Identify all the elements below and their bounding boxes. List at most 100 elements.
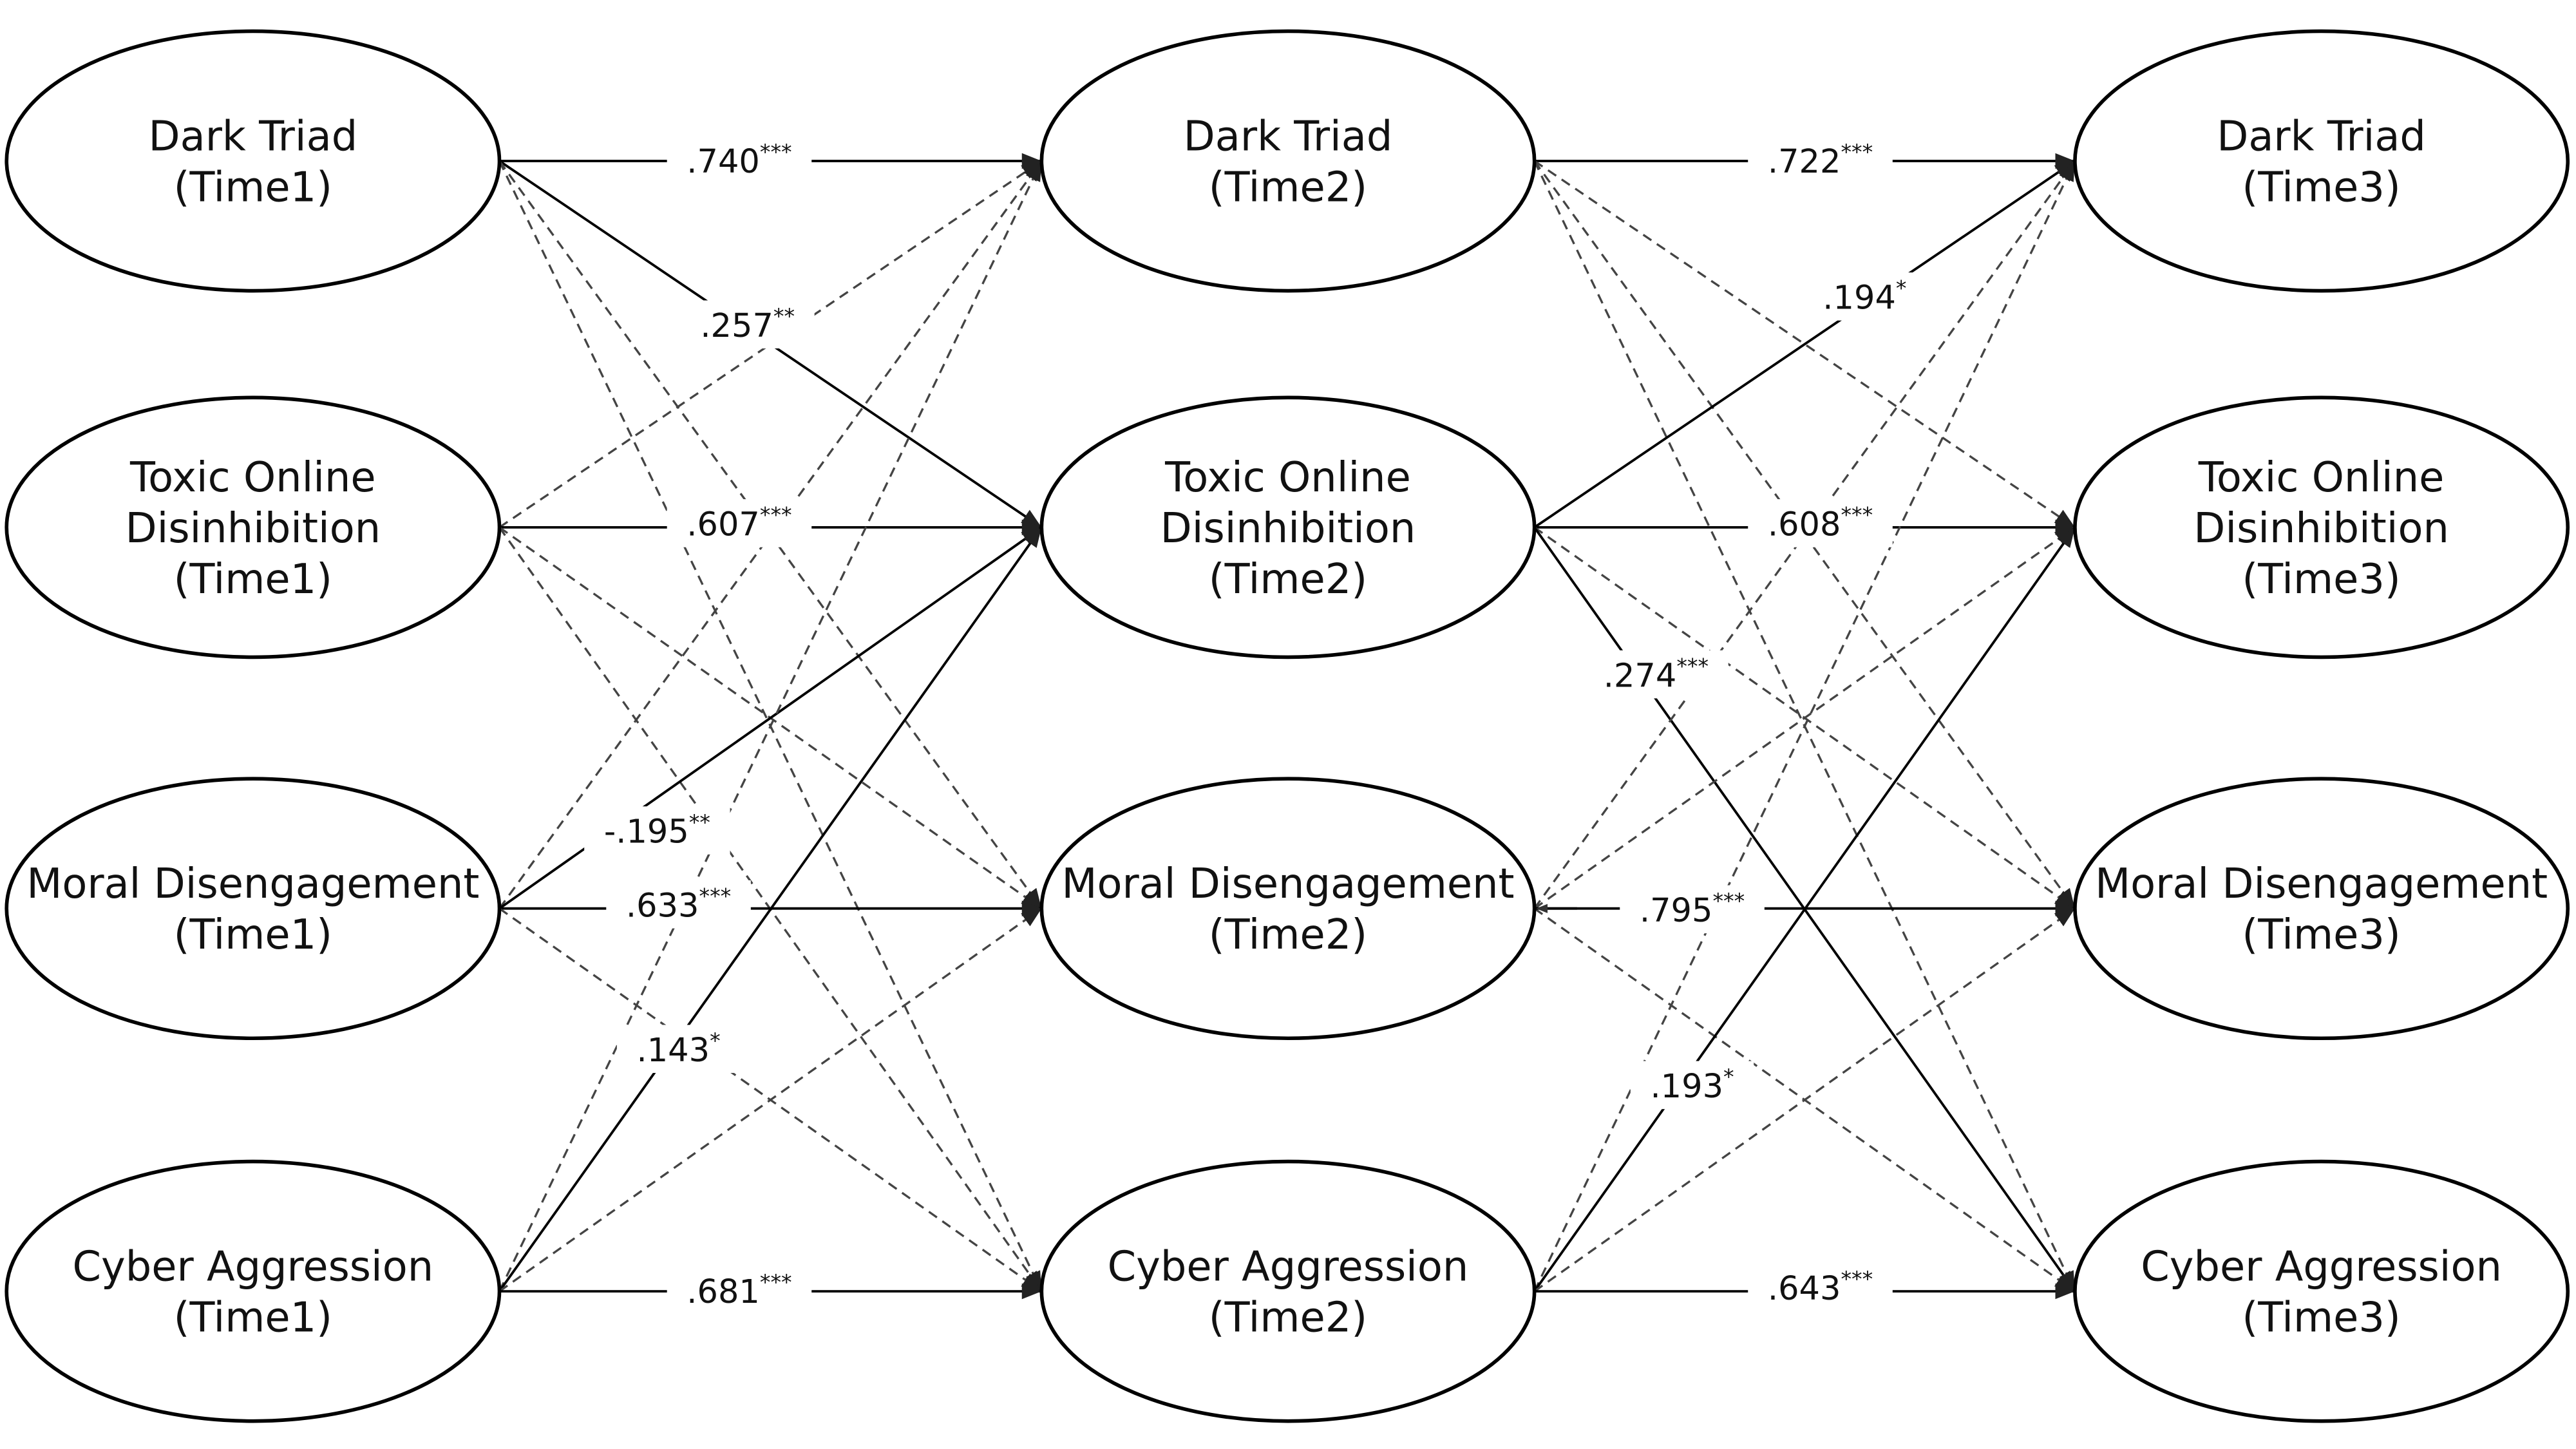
significance-stars: ** bbox=[689, 810, 710, 835]
latent-variable-ellipse bbox=[5, 395, 502, 659]
path-coefficient-label: .740*** bbox=[687, 139, 791, 180]
node-label-line: Dark Triad bbox=[1184, 113, 1393, 160]
label-background bbox=[1584, 650, 1728, 699]
node-label-line: Moral Disengagement bbox=[2095, 860, 2548, 908]
node-label-line: Cyber Aggression bbox=[2141, 1244, 2502, 1291]
significance-stars: * bbox=[1723, 1065, 1734, 1090]
label-background bbox=[584, 806, 730, 855]
significance-stars: ** bbox=[773, 304, 795, 329]
node-label-line: (Time1) bbox=[174, 556, 332, 603]
node-label-line: (Time1) bbox=[174, 164, 332, 211]
significance-stars: *** bbox=[1712, 889, 1745, 914]
latent-variable-ellipse bbox=[1039, 395, 1537, 659]
node-md2: Moral Disengagement(Time2) bbox=[1039, 777, 1537, 1041]
node-label-line: (Time3) bbox=[2242, 556, 2400, 603]
node-label-line: Moral Disengagement bbox=[26, 860, 479, 908]
coefficient-value: .643 bbox=[1768, 1270, 1841, 1308]
coefficient-value: .194 bbox=[1823, 279, 1896, 317]
node-label-line: (Time2) bbox=[1209, 164, 1367, 211]
latent-variable-ellipse bbox=[5, 1159, 502, 1423]
coefficient-value: .633 bbox=[626, 887, 699, 925]
path-ca1-to-dt2 bbox=[498, 160, 1043, 1292]
node-ca3: Cyber Aggression(Time3) bbox=[2073, 1159, 2570, 1423]
latent-variable-ellipse bbox=[2073, 777, 2570, 1041]
significance-stars: *** bbox=[1676, 654, 1709, 679]
node-dt1: Dark Triad(Time1) bbox=[5, 29, 502, 293]
path-ca2-to-tod3 bbox=[1533, 526, 2076, 1293]
path-coefficient-label: .143* bbox=[636, 1028, 720, 1070]
node-label-line: (Time1) bbox=[174, 911, 332, 959]
node-label-line: (Time2) bbox=[1209, 556, 1367, 603]
path-coefficient-label: .608*** bbox=[1768, 502, 1873, 544]
path-coefficient-label: .643*** bbox=[1768, 1266, 1873, 1307]
path-ca1-to-tod2 bbox=[498, 526, 1043, 1293]
coefficient-value: .740 bbox=[687, 143, 760, 181]
significance-stars: *** bbox=[1841, 1266, 1873, 1291]
latent-variable-ellipse bbox=[1039, 29, 1537, 293]
coefficient-value: .143 bbox=[636, 1032, 710, 1070]
path-coefficient-label: .257** bbox=[700, 304, 795, 345]
node-label-line: Disinhibition bbox=[126, 505, 381, 553]
path-coefficient-label: -.195** bbox=[604, 810, 710, 851]
label-background bbox=[606, 880, 751, 929]
node-label-line: (Time1) bbox=[174, 1294, 332, 1342]
significance-stars: *** bbox=[760, 502, 792, 527]
path-ca2-to-dt3 bbox=[1533, 160, 2076, 1292]
node-md3: Moral Disengagement(Time3) bbox=[2073, 777, 2570, 1041]
node-md1: Moral Disengagement(Time1) bbox=[5, 777, 502, 1041]
label-background bbox=[667, 136, 812, 184]
node-label-line: (Time3) bbox=[2242, 911, 2400, 959]
path-coefficient-label: .193* bbox=[1650, 1065, 1734, 1106]
path-coefficient-label: .633*** bbox=[626, 884, 731, 925]
node-label-line: (Time3) bbox=[2242, 164, 2400, 211]
node-label-line: Toxic Online bbox=[129, 454, 376, 502]
node-label-line: Disinhibition bbox=[2193, 505, 2449, 553]
path-coefficient-label: .607*** bbox=[687, 502, 791, 544]
significance-stars: *** bbox=[1841, 502, 1873, 527]
node-label-line: Dark Triad bbox=[2217, 113, 2426, 160]
significance-stars: * bbox=[1896, 276, 1907, 301]
coefficient-value: .795 bbox=[1640, 892, 1713, 930]
node-dt3: Dark Triad(Time3) bbox=[2073, 29, 2570, 293]
label-background bbox=[1630, 1061, 1754, 1110]
path-tod1-to-dt2 bbox=[498, 160, 1043, 529]
labels-layer: .740***.257**.607***-.195**.633***.143*.… bbox=[584, 136, 1927, 1315]
label-background bbox=[680, 300, 815, 349]
node-dt2: Dark Triad(Time2) bbox=[1039, 29, 1537, 293]
latent-variable-ellipse bbox=[2073, 1159, 2570, 1423]
node-ca1: Cyber Aggression(Time1) bbox=[5, 1159, 502, 1423]
node-label-line: Cyber Aggression bbox=[1108, 1244, 1469, 1291]
node-ca2: Cyber Aggression(Time2) bbox=[1039, 1159, 1537, 1423]
coefficient-value: -.195 bbox=[604, 813, 689, 851]
coefficient-value: .257 bbox=[700, 307, 773, 345]
coefficient-value: .193 bbox=[1650, 1068, 1723, 1106]
node-label-line: Moral Disengagement bbox=[1061, 860, 1514, 908]
node-label-line: Toxic Online bbox=[1164, 454, 1411, 502]
coefficient-value: .608 bbox=[1768, 506, 1841, 544]
node-label-line: (Time2) bbox=[1209, 911, 1367, 959]
latent-variable-ellipse bbox=[5, 29, 502, 293]
path-ca1-to-md2 bbox=[498, 907, 1043, 1293]
label-background bbox=[1748, 499, 1893, 547]
significance-stars: *** bbox=[699, 884, 732, 909]
path-coefficient-label: .274*** bbox=[1604, 654, 1709, 695]
significance-stars: * bbox=[710, 1028, 721, 1054]
coefficient-value: .681 bbox=[687, 1273, 760, 1311]
node-label-line: Cyber Aggression bbox=[73, 1244, 434, 1291]
path-coefficient-label: .722*** bbox=[1768, 139, 1873, 180]
coefficient-value: .722 bbox=[1768, 143, 1841, 181]
label-background bbox=[1748, 1263, 1893, 1311]
path-coefficient-label: .681*** bbox=[687, 1270, 791, 1311]
node-label-line: (Time3) bbox=[2242, 1294, 2400, 1342]
latent-variable-ellipse bbox=[1039, 1159, 1537, 1423]
path-md2-to-tod3 bbox=[1533, 526, 2076, 910]
label-background bbox=[667, 1266, 812, 1315]
coefficient-value: .274 bbox=[1604, 657, 1677, 695]
label-background bbox=[616, 1025, 741, 1074]
label-background bbox=[1803, 272, 1927, 321]
node-label-line: Disinhibition bbox=[1160, 505, 1416, 553]
